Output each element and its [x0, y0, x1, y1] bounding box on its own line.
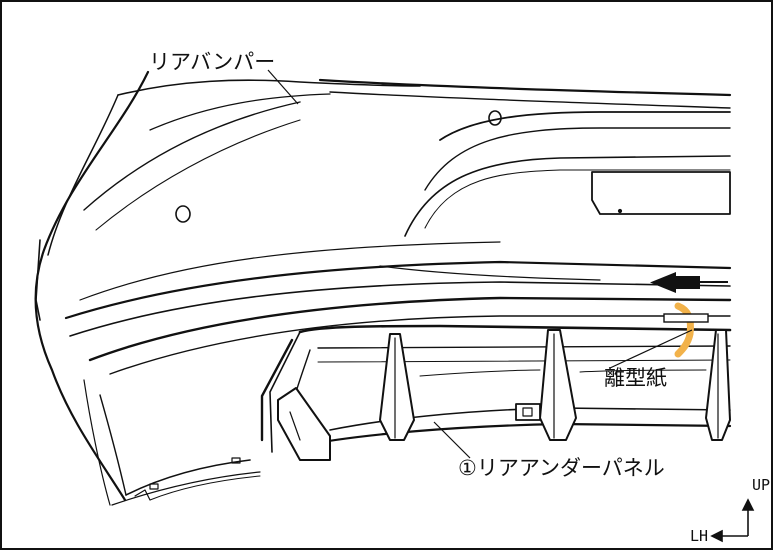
release-paper-tape — [663, 302, 709, 358]
leader-lines — [267, 69, 693, 459]
arrow-left-icon — [650, 272, 728, 293]
rear-bumper-label: リアバンパー — [149, 50, 276, 74]
up-direction-label: UP — [752, 476, 771, 494]
up-lh-axis-icon — [710, 498, 755, 543]
rear-under-panel-label: ①リアアンダーパネル — [458, 456, 665, 480]
release-paper-label: 離型紙 — [604, 366, 667, 390]
lh-direction-label: LH — [690, 527, 709, 545]
rear-bumper — [34, 70, 732, 506]
rear-under-panel — [260, 324, 732, 461]
leader-under-panel — [433, 421, 471, 459]
leader-rear-bumper — [267, 69, 299, 105]
leader-release-paper — [609, 329, 693, 369]
